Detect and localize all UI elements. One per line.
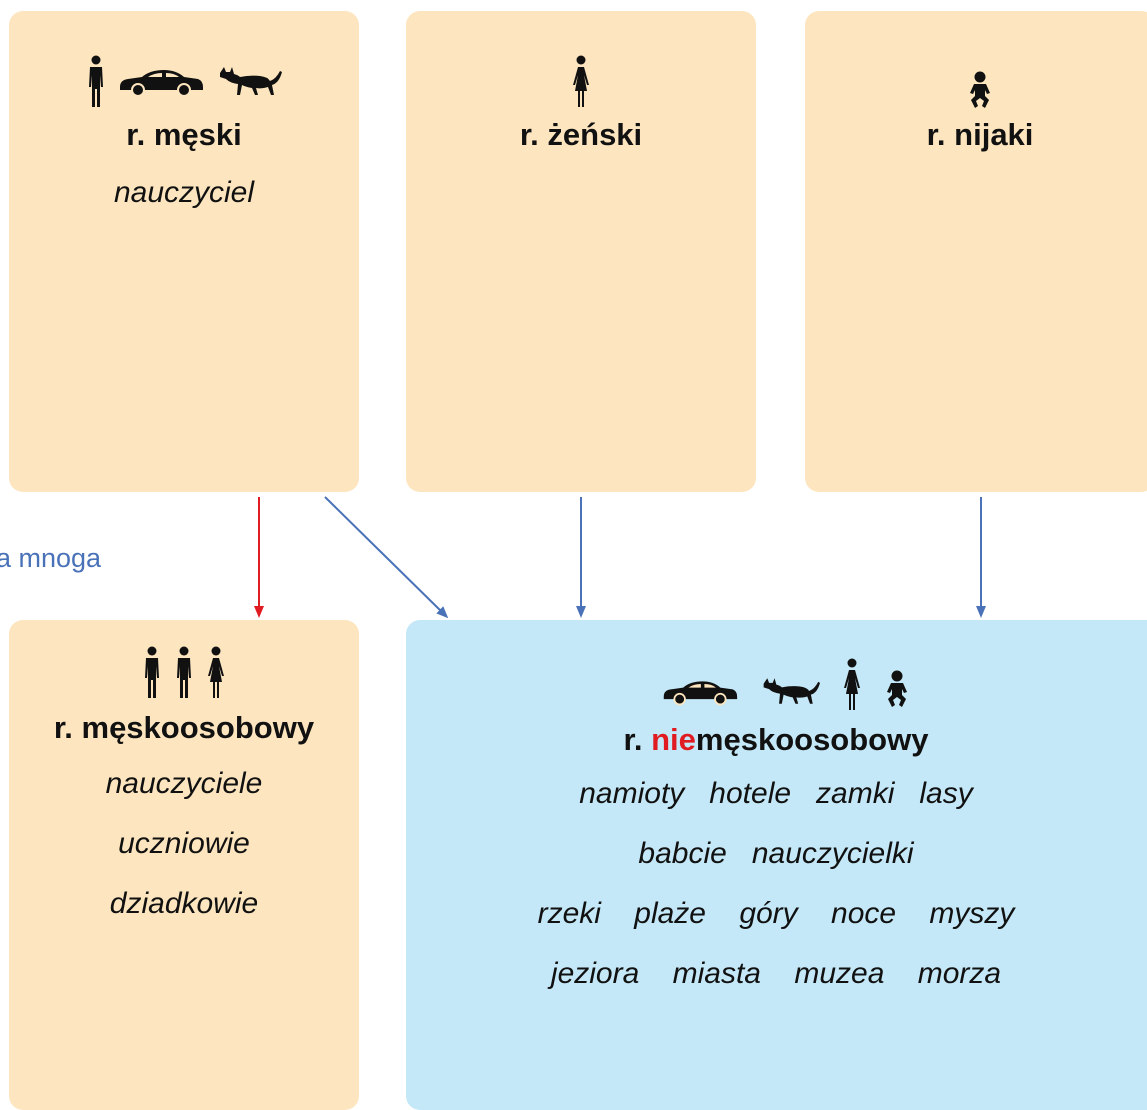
man-icon bbox=[174, 646, 194, 700]
non-masculine-personal-title: r. niemęskoosobowy bbox=[406, 720, 1147, 760]
example-word: nauczyciele bbox=[105, 767, 263, 800]
cat-icon bbox=[216, 65, 282, 97]
masculine-title: r. męski bbox=[126, 117, 242, 152]
baby-icon bbox=[884, 670, 910, 708]
example-word: uczniowie bbox=[118, 827, 250, 860]
example-word: dziadkowie bbox=[109, 887, 259, 920]
car-icon bbox=[118, 67, 204, 97]
box-non-masculine-personal: r. niemęskoosobowy namioty hotele zamki … bbox=[406, 620, 1147, 1110]
masculine-example: nauczyciel bbox=[113, 176, 255, 209]
masculine-icons bbox=[9, 51, 359, 109]
masculine-personal-icons bbox=[9, 642, 359, 700]
example-row: namioty hotele zamki lasy bbox=[579, 777, 973, 810]
feminine-title: r. żeński bbox=[519, 117, 643, 152]
car-icon bbox=[662, 678, 738, 706]
man-icon bbox=[86, 55, 106, 109]
title-highlight-nie: nie bbox=[651, 722, 696, 757]
box-neuter: r. nijaki bbox=[805, 11, 1147, 492]
title-prefix: r. bbox=[623, 722, 652, 757]
masculine-personal-examples: nauczyciele uczniowie dziadkowie bbox=[9, 754, 359, 934]
non-masculine-personal-icons bbox=[406, 654, 1147, 712]
neuter-title: r. nijaki bbox=[926, 117, 1034, 152]
feminine-icons bbox=[406, 51, 756, 109]
man-icon bbox=[142, 646, 162, 700]
neuter-icons bbox=[805, 51, 1147, 109]
box-masculine-personal: r. męskoosobowy nauczyciele uczniowie dz… bbox=[9, 620, 359, 1110]
plural-label: a mnoga bbox=[0, 543, 102, 573]
example-row: babcie nauczycielki bbox=[638, 837, 914, 870]
woman-icon bbox=[206, 646, 226, 700]
baby-icon bbox=[967, 71, 993, 109]
example-row: rzeki plaże góry noce myszy bbox=[537, 897, 1015, 930]
box-feminine: r. żeński bbox=[406, 11, 756, 492]
cat-icon bbox=[760, 676, 820, 706]
example-row: jeziora miasta muzea morza bbox=[550, 957, 1002, 990]
woman-icon bbox=[571, 55, 591, 109]
masculine-personal-title: r. męskoosobowy bbox=[53, 710, 315, 745]
title-rest: męskoosobowy bbox=[695, 722, 929, 757]
woman-icon bbox=[842, 658, 862, 712]
arrow-masculine-to-non-masculine-personal bbox=[324, 496, 449, 619]
box-masculine: r. męski nauczyciel bbox=[9, 11, 359, 492]
non-masculine-personal-examples: namioty hotele zamki lasy babcie nauczyc… bbox=[406, 764, 1147, 1004]
